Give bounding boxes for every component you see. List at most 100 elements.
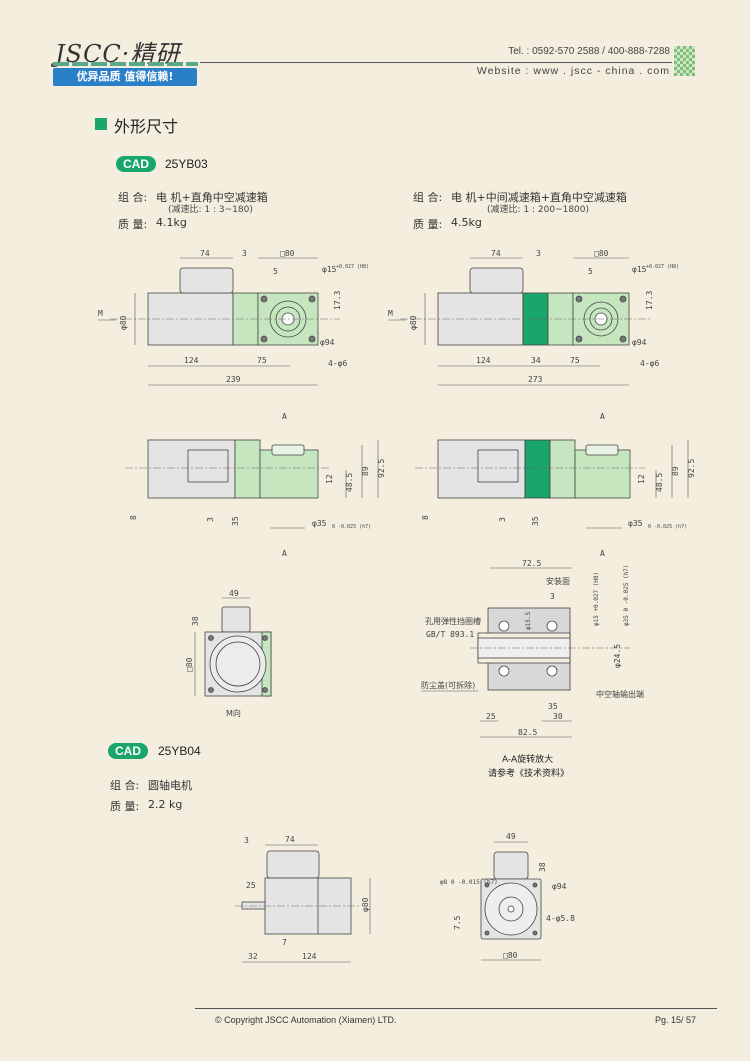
dimension-label: 3 [244, 836, 249, 845]
dimension-label: φ35 0 -0.025 (h7) [623, 565, 630, 626]
weight-label: 质 量: [110, 800, 140, 813]
dimension-label: A [600, 412, 605, 421]
dimension-label: 25 [486, 712, 496, 721]
dimension-label: φ80 [119, 315, 128, 330]
dimension-label: φ94 [320, 338, 335, 347]
weight-value: 4.5kg [451, 216, 482, 229]
dimension-label: 49 [229, 589, 239, 598]
combo-label: 组 合: [118, 191, 148, 204]
dimension-label: 239 [226, 375, 241, 384]
round-shaft-side-view: 3 74 25 φ80 7 32 124 [235, 835, 371, 963]
dimension-label: 0 -0.025 (h7) [332, 524, 371, 530]
dimension-label: φ35 [628, 519, 643, 528]
dimension-label: 89 [361, 466, 370, 476]
dimension-label: 4-φ6 [328, 359, 347, 368]
page-number: Pg. 15/ 57 [655, 1015, 697, 1025]
dimension-label: φ35 [312, 519, 327, 528]
dimension-label: 75 [257, 356, 267, 365]
cad-badge[interactable]: CAD [116, 156, 156, 172]
weight-value: 4.1kg [156, 216, 187, 229]
slogan-badge: 优异品质 值得信赖! [53, 68, 197, 86]
dimension-label: 7 [282, 938, 287, 947]
plan-view-25yb03-intermediate: 74 3 □80 5 φ15+0.027 (H8) 17.3 φ80 M 124… [388, 249, 679, 386]
dimension-label: 124 [184, 356, 199, 365]
dimension-label: φ8 0 -0.015 (h7) [440, 879, 498, 886]
dimension-label: φ80 [361, 897, 370, 912]
dimension-label: 25 [246, 881, 256, 890]
dimension-label: 48.5 [345, 473, 354, 492]
dimension-label: 35 [548, 702, 558, 711]
header-divider [200, 62, 672, 63]
dimension-label: φ94 [632, 338, 647, 347]
dimension-label: 7.5 [453, 915, 462, 930]
dimension-label: 48.5 [655, 473, 664, 492]
model-name: 25YB03 [165, 157, 208, 171]
dimension-label: 74 [285, 835, 295, 844]
dimension-label: +0.027 (H8) [336, 264, 369, 270]
dimension-label: 8 [129, 515, 138, 520]
ratio-value: (减速比: 1 : 3~180) [168, 205, 253, 215]
dimension-label: 75 [570, 356, 580, 365]
dimension-label: 中空轴输出端 [596, 689, 644, 699]
dimension-label: □80 [280, 249, 295, 258]
dimension-label: +0.027 (H8) [646, 264, 679, 270]
dimension-label: 74 [491, 249, 501, 258]
dimension-label: A-A旋转放大 [502, 753, 553, 765]
dimension-label: 124 [476, 356, 491, 365]
dimension-label: 74 [200, 249, 210, 258]
dimension-label: 124 [302, 952, 317, 961]
contact-phone: Tel. : 0592-570 2588 / 400-888-7288 [508, 46, 670, 57]
round-shaft-front-view: 49 38 φ8 0 -0.015 (h7) φ94 7.5 4-φ5.8 □8… [440, 832, 575, 961]
logo-underline [53, 62, 198, 66]
dimension-label: 38 [191, 616, 200, 626]
dimension-label: 防尘盖(可拆除) [421, 680, 475, 690]
dimension-label: 38 [538, 862, 547, 872]
dimension-label: 3 [536, 249, 541, 258]
dimension-label: 3 [242, 249, 247, 258]
dimension-label: 孔用弹性挡圈槽 [425, 616, 481, 626]
dimension-label: 安装面 [546, 576, 570, 586]
dimension-label: 请参考《技术资料》 [488, 767, 569, 779]
section-a-a: 72.5 安装面 3 孔用弹性挡圈槽 GB/T 893.1 防尘盖(可拆除) φ… [421, 559, 644, 779]
dimension-label: 3 [498, 517, 507, 522]
dimension-label: φ24.5 [613, 644, 622, 668]
dimension-label: φ15 +0.027 (H8) [593, 572, 600, 626]
dimension-label: M向 [226, 708, 241, 718]
copyright: © Copyright JSCC Automation (Xiamen) LTD… [215, 1015, 397, 1025]
dimension-label: A [600, 549, 605, 558]
dimension-label: 12 [637, 474, 646, 484]
combo-label: 组 合: [413, 191, 443, 204]
model-name: 25YB04 [158, 744, 201, 758]
dimension-label: 8 [421, 515, 430, 520]
dimension-label: 4-φ5.8 [546, 914, 575, 923]
dimension-label: 35 [231, 516, 240, 526]
dimension-label: □80 [594, 249, 609, 258]
dimension-label: φ94 [552, 882, 567, 891]
dimension-label: 17.3 [333, 291, 342, 310]
dimension-label: 273 [528, 375, 543, 384]
dimension-label: GB/T 893.1 [426, 630, 474, 639]
m-view: 49 38 □80 M向 [185, 589, 272, 718]
dimension-label: 34 [531, 356, 541, 365]
dimension-label: 5 [273, 267, 278, 276]
dimension-label: M [388, 309, 393, 318]
dimension-label: □80 [185, 657, 194, 672]
section-bullet-icon [95, 118, 107, 130]
combo-label: 组 合: [110, 779, 140, 792]
ratio-value: (减速比: 1 : 200~1800) [487, 205, 590, 215]
dimension-label: 4-φ6 [640, 359, 659, 368]
cad-badge[interactable]: CAD [108, 743, 148, 759]
dimension-label: M [98, 309, 103, 318]
dimension-label: φ15 [322, 265, 337, 274]
dimension-label: 0 -0.025 (h7) [648, 524, 687, 530]
combo-value: 电 机+直角中空减速箱 [156, 191, 268, 204]
dimension-label: 72.5 [522, 559, 541, 568]
dimension-label: 5 [588, 267, 593, 276]
dimension-label: 89 [671, 466, 680, 476]
dimension-label: A [282, 412, 287, 421]
dimension-label: 30 [553, 712, 563, 721]
dimension-label: 82.5 [518, 728, 537, 737]
